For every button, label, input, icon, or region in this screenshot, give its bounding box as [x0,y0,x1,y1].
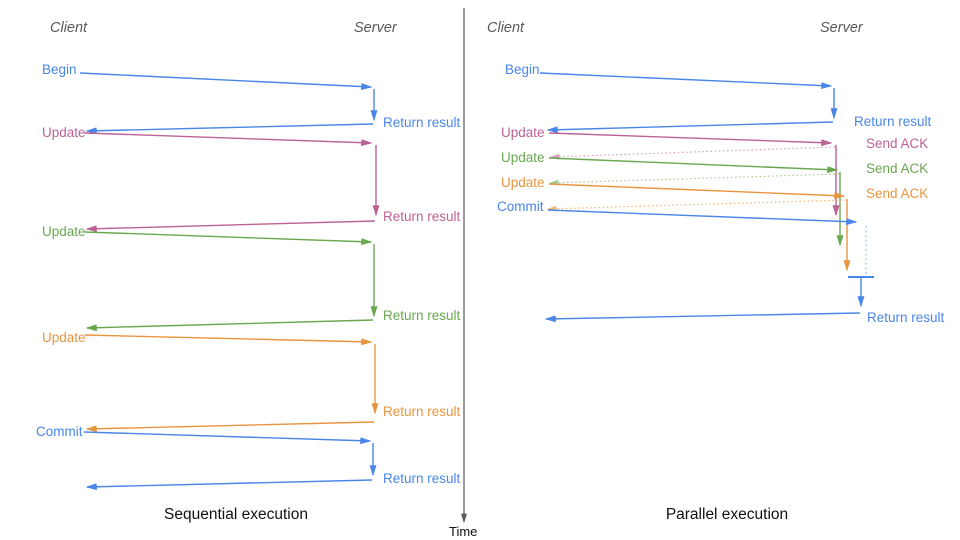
seq-update1-request-arrow [84,132,373,147]
left-commit-label: Commit [36,424,83,439]
seq-begin-return-arrow [85,123,374,135]
par-begin-return-arrow [546,121,834,134]
par-commit-request-arrow [547,209,858,226]
seq-begin-request-arrow [79,72,373,91]
seq-update3-request-arrow [84,334,373,346]
seq-update2-request-arrow [84,231,373,246]
left-update-1-label: Update [42,125,86,140]
right-send-ack-2-label: Send ACK [866,161,929,176]
par-update2-ack-arrow [548,173,840,186]
left-update-3-label: Update [42,330,86,345]
left-return-result-4-label: Return result [383,404,461,419]
seq-update3-return-arrow [85,421,375,433]
right-return-result-1-label: Return result [854,114,932,129]
right-server-heading: Server [820,20,863,36]
left-return-result-1-label: Return result [383,115,461,130]
par-update1-ack-arrow [549,146,836,160]
left-return-result-2-label: Return result [383,209,461,224]
par-update3-ack-arrow [546,199,847,212]
par-begin-request-arrow [539,72,833,90]
right-diagram-title: Parallel execution [665,506,789,523]
right-begin-label: Begin [505,62,540,77]
seq-update2-return-arrow [85,319,374,332]
seq-commit-request-arrow [83,431,372,445]
right-update-1-label: Update [501,125,545,140]
seq-commit-return-arrow [85,479,373,491]
left-begin-label: Begin [42,62,77,77]
par-commit-return-arrow [544,312,861,323]
right-update-2-label: Update [501,150,545,165]
par-update1-request-arrow [548,132,833,147]
left-return-result-3-label: Return result [383,308,461,323]
right-update-3-label: Update [501,175,545,190]
left-server-heading: Server [354,20,397,36]
right-send-ack-3-label: Send ACK [866,186,929,201]
right-send-ack-1-label: Send ACK [866,136,929,151]
right-client-heading: Client [487,20,525,36]
par-update3-request-arrow [548,183,846,200]
par-update2-request-arrow [548,157,839,174]
left-client-heading: Client [50,20,88,36]
right-return-result-2-label: Return result [867,310,945,325]
left-diagram-title: Sequential execution [164,506,308,523]
left-update-2-label: Update [42,224,86,239]
seq-update1-return-arrow [85,220,376,233]
right-commit-label: Commit [497,199,544,214]
time-axis-label: Time [449,524,478,539]
left-return-result-5-label: Return result [383,471,461,486]
